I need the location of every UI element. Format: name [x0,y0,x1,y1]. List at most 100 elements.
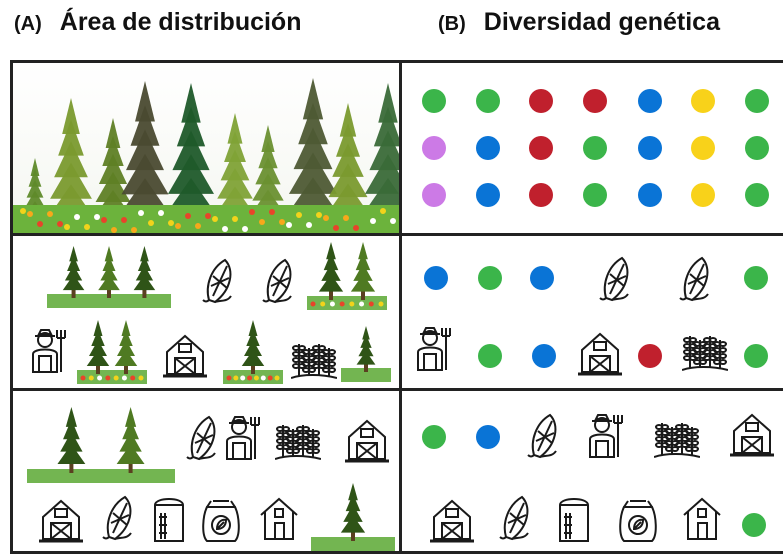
panel-b-letter: (B) [438,13,466,35]
farmer-icon [27,326,69,376]
panel-a-title: (A) Área de distribución [14,8,301,48]
corn-icon-svg [499,495,529,541]
corn-icon [261,256,295,306]
green-dot [583,183,607,207]
corn-icon [498,493,532,543]
seed-bag-icon-svg [202,500,240,542]
green-dot [745,136,769,160]
barn-icon-svg [578,332,622,376]
tree-cluster-icon [311,481,395,551]
wheat-icon [275,417,321,463]
tree-icon [341,326,391,382]
wheat-icon-svg [275,425,321,460]
barn-icon [163,332,207,378]
farmer-icon-svg [417,327,451,371]
farmer-icon-svg [32,329,66,373]
house-icon [257,495,301,543]
wheat-icon [654,415,700,461]
red-dot [583,89,607,113]
tree-cluster-icon [341,324,391,382]
purple-dot [422,136,446,160]
wheat-icon-svg [682,336,728,371]
blue-dot [476,183,500,207]
tree-cluster-icon [27,405,175,483]
panel-b-title: (B) Diversidad genética [438,8,720,48]
blue-dot [530,266,554,290]
green-dot [744,344,768,368]
corn-icon-svg [186,415,216,461]
seed-bag-icon [616,497,660,545]
corn-icon-svg [102,495,132,541]
green-dot [422,89,446,113]
tree-icon [27,407,175,483]
barn-icon [430,497,474,543]
blue-dot [424,266,448,290]
tree-icon [47,246,171,308]
green-dot [478,344,502,368]
corn-icon-svg [679,256,709,302]
barn-icon-svg [163,334,207,378]
seed-bag-icon-svg [619,500,657,542]
blue-dot [638,89,662,113]
house-icon [680,495,724,543]
barn-icon-svg [730,413,774,457]
red-dot [529,183,553,207]
corn-icon [201,256,235,306]
house-icon-svg [683,497,721,540]
green-dot [745,183,769,207]
corn-icon-svg [599,256,629,302]
corn-icon-svg [202,258,232,304]
corn-icon [526,411,560,461]
green-dot [476,89,500,113]
green-dot [478,266,502,290]
green-dot [742,513,766,537]
tree-icon [223,320,283,384]
tree-icon [307,242,387,310]
tree-icon [311,483,395,551]
red-dot [638,344,662,368]
panel-a-letter: (A) [14,13,42,35]
blue-dot [476,425,500,449]
tree-cluster-icon [307,240,387,310]
tree-icon [77,320,147,384]
silo-icon-svg [559,498,589,542]
purple-dot [422,183,446,207]
blue-dot [532,344,556,368]
red-dot [529,89,553,113]
panel-a-heading: Área de distribución [59,8,302,36]
corn-icon-svg [262,258,292,304]
barn-icon [578,330,622,376]
green-dot [744,266,768,290]
wheat-icon-svg [654,423,700,458]
silo-icon [554,495,594,543]
corn-icon-svg [527,413,557,459]
red-dot [529,136,553,160]
blue-dot [476,136,500,160]
panel-b-dots [399,60,783,236]
yellow-dot [691,183,715,207]
blue-dot [638,183,662,207]
farmer-icon-svg [589,414,623,458]
barn-icon [345,417,389,463]
green-dot [422,425,446,449]
corn-icon [185,413,219,463]
panel-b-middle [399,233,783,391]
blue-dot [638,136,662,160]
panel-b-bottom [399,388,783,554]
panel-a-forest [10,60,402,236]
yellow-dot [691,136,715,160]
house-icon-svg [260,497,298,540]
tree-cluster-icon [223,318,283,384]
corn-icon [678,254,712,304]
corn-icon [101,493,135,543]
barn-icon-svg [345,419,389,463]
barn-icon-svg [39,499,83,543]
seed-bag-icon [199,497,243,545]
barn-icon [730,411,774,457]
barn-icon [39,497,83,543]
wheat-icon [682,328,728,374]
corn-icon [598,254,632,304]
tree-cluster-icon [77,318,147,384]
forest-illustration [13,63,399,233]
yellow-dot [691,89,715,113]
